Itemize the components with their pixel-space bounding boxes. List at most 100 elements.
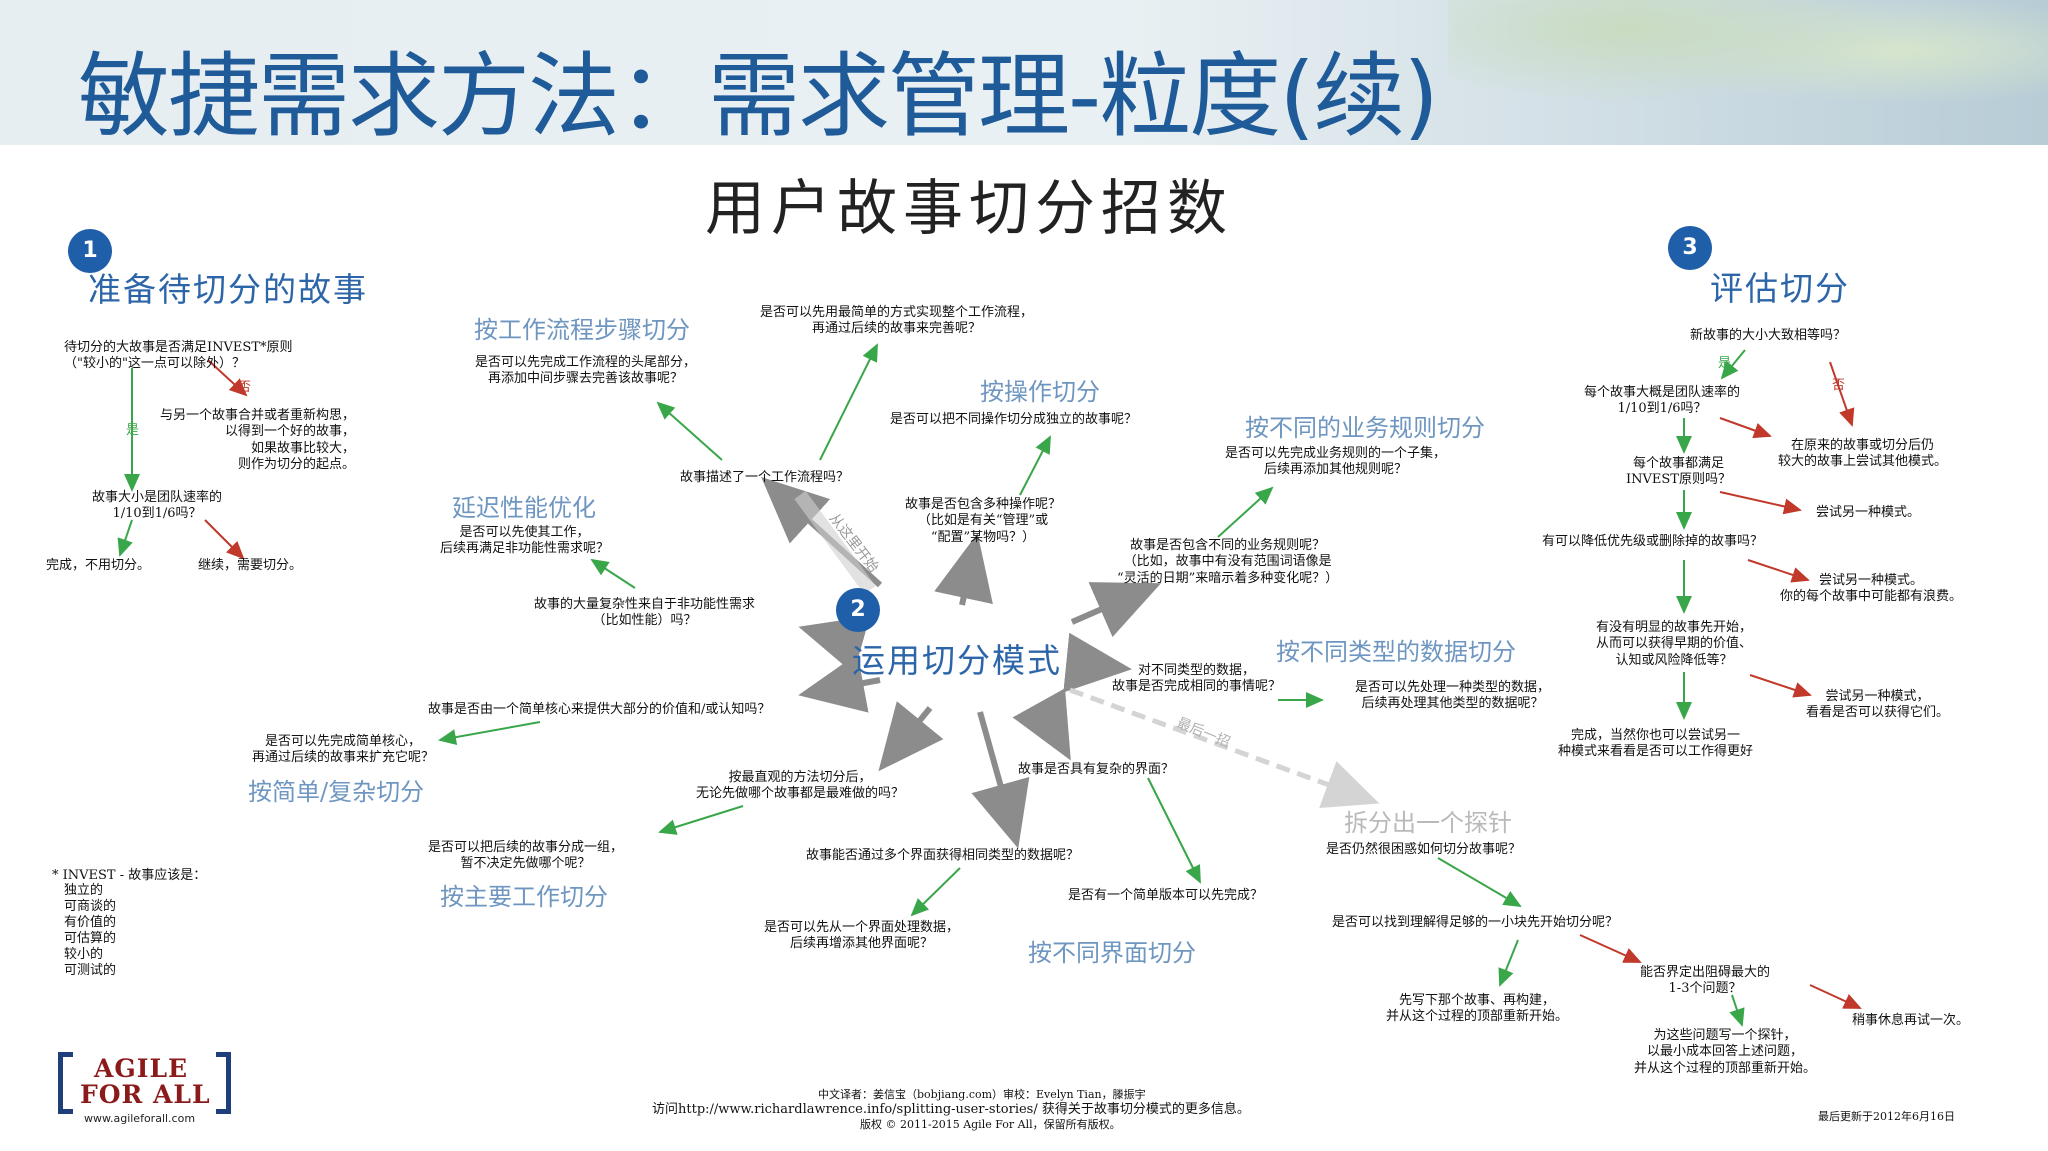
s1-q1: 待切分的大故事是否满足INVEST*原则 （"较小的"这一点可以除外）？ (64, 340, 293, 372)
invest-item: 可商谈的 (64, 899, 117, 914)
spike-q3: 能否界定出阻碍最大的 1-3个问题？ (1640, 965, 1771, 997)
workflow-q: 故事描述了一个工作流程吗？ (680, 470, 850, 485)
arrow-hub-operations (934, 533, 993, 606)
s3-try3: 尝试另一种模式， 看看是否可以获得它们。 (1806, 689, 1950, 721)
arrow-workflow-a1 (656, 401, 723, 461)
spike-a3: 稍事休息再试一次。 (1852, 1013, 1970, 1028)
rules-a: 是否可以先完成业务规则的一个子集， 后续再添加其他规则呢？ (1225, 446, 1447, 478)
badge-1: 1 (68, 229, 112, 273)
rules-q: 故事是否包含不同的业务规则呢？ （比如，故事中有没有范围词语像是 “灵活的日期”… (1117, 538, 1339, 586)
arrow-spike-a1 (1498, 939, 1519, 987)
arrow-spike-q3 (1579, 934, 1642, 963)
spike-a1: 先写下那个故事、再构建， 并从这个过程的顶部重新开始。 (1386, 993, 1569, 1025)
footer-updated: 最后更新于2012年6月16日 (1818, 1110, 1955, 1123)
data-types-a: 是否可以先处理一种类型的数据， 后续再处理其他类型的数据呢？ (1355, 680, 1551, 712)
rules-label: 按不同的业务规则切分 (1245, 414, 1485, 442)
spike-label: 拆分出一个探针 (1344, 809, 1512, 837)
operations-label: 按操作切分 (980, 378, 1100, 406)
performance-label: 延迟性能优化 (452, 494, 596, 522)
invest-heading: * INVEST - 故事应该是： (52, 868, 207, 883)
s1-continue: 继续，需要切分。 (198, 558, 303, 573)
major-effort-a: 是否可以把后续的故事分成一组， 暂不决定先做哪个呢？ (428, 840, 624, 872)
spike-q2: 是否可以找到理解得足够的一小块先开始切分呢？ (1332, 915, 1619, 930)
operations-q: 故事是否包含多种操作呢？ （比如是有关“管理”或 “配置”某物吗？） (905, 497, 1062, 545)
arrow-hub-interfaces (971, 711, 1030, 849)
s1-no-label: 否 (238, 380, 252, 395)
arrow-hub-perf (798, 615, 871, 674)
simple-complex-a: 是否可以先完成简单核心， 再通过后续的故事来扩充它呢？ (252, 734, 435, 766)
s1-yes-label: 是 (126, 423, 140, 438)
interfaces-a: 是否可以先从一个界面处理数据， 后续再增添其他界面呢？ (764, 920, 960, 952)
arrow-simple-a (438, 721, 541, 746)
s1-done: 完成，不用切分。 (46, 558, 151, 573)
arrow-start-here (794, 490, 876, 595)
agile-for-all-logo: AGILE FOR ALL www.agileforall.com (58, 1048, 238, 1125)
badge-2: 2 (836, 588, 880, 632)
interfaces-label: 按不同界面切分 (1028, 939, 1196, 967)
footer-copyright: 版权 © 2011-2015 Agile For All，保留所有版权。 (860, 1118, 1121, 1131)
s3-q2: 每个故事大概是团队速率的 1/10到1/6吗？ (1584, 385, 1741, 417)
arrow-spike-a2 (1729, 994, 1745, 1027)
arrow-perf-a (590, 558, 636, 589)
invest-item: 较小的 (64, 947, 104, 962)
slide-title: 敏捷需求方法：需求管理-粒度(续) (78, 43, 1439, 150)
workflow-label: 按工作流程步骤切分 (474, 316, 690, 344)
arrow-s3-try2 (1747, 559, 1810, 583)
s3-no-text: 在原来的故事或切分后仍 较大的故事上尝试其他模式。 (1778, 438, 1948, 470)
spike-a2: 为这些问题写一个探针， 以最小成本回答上述问题， 并从这个过程的顶部重新开始。 (1634, 1028, 1817, 1076)
arrow-complexui-a (1147, 777, 1201, 884)
main-title: 用户故事切分招数 (705, 174, 1233, 244)
s3-q5: 有没有明显的故事先开始， 从而可以获得早期的价值、 认知或风险降低等？ (1596, 620, 1753, 668)
arrow-s3-try3 (1749, 674, 1812, 698)
s3-q1: 新故事的大小大致相等吗？ (1690, 328, 1847, 343)
logo-line1: AGILE (94, 1054, 189, 1083)
complex-ui-a: 是否有一个简单版本可以先完成？ (1068, 888, 1264, 903)
arrow-operations-a (1019, 435, 1051, 496)
workflow-a2: 是否可以先用最简单的方式实现整个工作流程， 再通过后续的故事来完善呢？ (760, 305, 1034, 337)
leaf-decoration (1448, 0, 2048, 145)
logo-line2: FOR ALL (80, 1080, 211, 1109)
s3-done: 完成，当然你也可以尝试另一 种模式来看看是否可以工作得更好 (1558, 728, 1754, 760)
simple-complex-q: 故事是否由一个简单核心来提供大部分的价值和/或认知吗？ (428, 702, 771, 717)
arrow-s3-no (1829, 361, 1855, 427)
data-types-q: 对不同类型的数据， 故事是否完成相同的事情呢？ (1112, 663, 1282, 695)
performance-a: 是否可以先使其工作， 后续再满足非功能性需求呢？ (440, 525, 610, 557)
arrow-hub-major (878, 701, 944, 772)
major-effort-q: 按最直观的方法切分后， 无论先做哪个故事都是最难做的吗？ (696, 770, 905, 802)
arrow-rules-a (1217, 486, 1274, 538)
section1-title: 准备待切分的故事 (88, 270, 368, 309)
s1-no-text: 与另一个故事合并或者重新构思， 以得到一个好的故事， 如果故事比较大， 则作为切… (160, 408, 356, 472)
logo-bracket-left (58, 1052, 73, 1114)
arrow-hub-complexui (1012, 688, 1071, 761)
arrow-major-a (658, 805, 744, 835)
arrow-s3-q2-no (1719, 417, 1772, 439)
arrow-s3-yes (1720, 349, 1746, 380)
invest-item: 有价值的 (64, 915, 117, 930)
complex-ui-q: 故事是否具有复杂的界面？ (1018, 762, 1175, 777)
invest-item: 可测试的 (64, 963, 117, 978)
invest-item: 可估算的 (64, 931, 117, 946)
s3-try1: 尝试另一种模式。 (1816, 505, 1921, 520)
arrow-s1-continue (204, 519, 245, 560)
header-banner: 敏捷需求方法：需求管理-粒度(续) (0, 0, 2048, 150)
arrow-s1-done (117, 519, 133, 557)
arrow-spike-a3 (1809, 984, 1862, 1009)
s1-q2: 故事大小是团队速率的 1/10到1/6吗？ (92, 490, 223, 522)
operations-a: 是否可以把不同操作切分成独立的故事呢？ (890, 412, 1138, 427)
arrow-workflow-a2 (819, 343, 878, 461)
section3-title: 评估切分 (1710, 269, 1850, 308)
arrow-s1-no (207, 359, 248, 397)
s3-try2: 尝试另一种模式。 你的每个故事中可能都有浪费。 (1780, 573, 1963, 605)
logo-url: www.agileforall.com (84, 1112, 196, 1125)
s3-q3: 每个故事都满足 INVEST原则吗？ (1626, 456, 1731, 488)
arrow-s3-try1 (1719, 491, 1802, 515)
invest-item: 独立的 (64, 883, 104, 898)
simple-complex-label: 按简单/复杂切分 (248, 778, 425, 806)
arrow-interfaces-a (910, 867, 961, 917)
arrow-spike-q2 (1437, 857, 1522, 908)
workflow-a1: 是否可以先完成工作流程的头尾部分， 再添加中间步骤去完善该故事呢？ (475, 355, 697, 387)
badge-3: 3 (1668, 226, 1712, 270)
footer-visit: 访问http://www.richardlawrence.info/splitt… (652, 1102, 1250, 1117)
footer-translator: 中文译者：姜信宝（bobjiang.com）审校：Evelyn Tian，滕振宇 (818, 1088, 1146, 1101)
